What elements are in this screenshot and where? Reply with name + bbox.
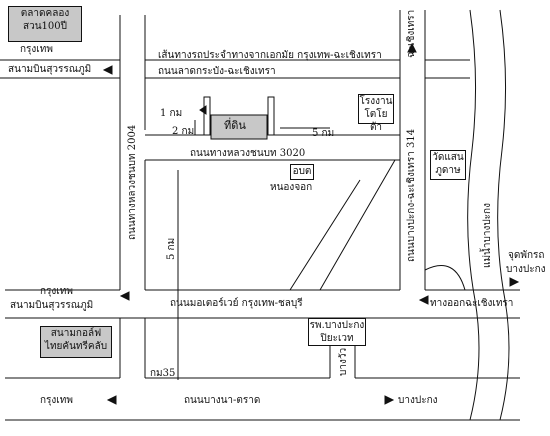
temple-label-1: วัดแสน — [432, 152, 464, 163]
obt-label: อบต — [292, 166, 312, 177]
bangna-trat-label: ถนนบางนา-ตราด — [184, 395, 261, 406]
to-chachoengsao-label: ฉะเชิงเทรา — [406, 9, 417, 58]
road-left-lower — [119, 318, 146, 378]
road-2004 — [119, 15, 146, 290]
bang-wua-label: บางวัว — [338, 347, 349, 376]
arrow-airport-top — [102, 65, 113, 75]
exit-label: ทางออกฉะเชิงเทรา — [430, 298, 514, 309]
arrow-bangna-right — [384, 395, 395, 405]
airport-mid-label: สนามบินสุวรรณภูมิ — [10, 300, 94, 311]
km-5-right-label: 5 กม — [312, 128, 335, 139]
arrow-exit — [418, 295, 429, 305]
arrow-hq-1 — [199, 105, 207, 115]
market-box: ตลาดคลอง สวน100ปี — [8, 6, 82, 42]
market-label-1: ตลาดคลอง — [20, 8, 70, 19]
factory-label-2: โตโยต้า — [364, 109, 388, 133]
factory-label-1: โรงงาน — [359, 96, 393, 107]
site-post-right — [267, 96, 275, 136]
golf-label-1: สนามกอล์ฟ — [50, 328, 102, 339]
site-area — [210, 114, 268, 140]
km-35-label: กม35 — [150, 368, 176, 379]
end-label-2: บางปะกง — [506, 264, 546, 275]
obt-box: อบต — [290, 164, 314, 180]
river-bank — [497, 9, 510, 421]
km-1-label: 1 กม — [160, 108, 183, 119]
km-5-left-label: 5 กม — [166, 237, 177, 260]
road-2004-label: ถนนทางหลวงชนบท 2004 — [127, 124, 138, 240]
bangkok-mid-label: กรุงเทพ — [40, 286, 73, 297]
motorway — [5, 289, 520, 319]
motorway-line1-label: เส้นทางรถประจำทางจากเอกมัย กรุงเทพ-ฉะเชิ… — [158, 50, 382, 61]
nong-chok-label: หนองจอก — [270, 182, 313, 193]
hospital-box: รพ.บางปะกง ปิยะเวท — [308, 318, 366, 346]
golf-box: สนามกอล์ฟ ไทยคันทรีคลับ — [40, 326, 112, 358]
exit-loop — [424, 265, 466, 291]
bangkok-top-label: กรุงเทพ — [20, 44, 53, 55]
hospital-road — [329, 340, 356, 378]
arrow-end-1 — [509, 277, 520, 287]
market-label-2: สวน100ปี — [23, 21, 67, 32]
hospital-label-1: รพ.บางปะกง — [309, 320, 365, 331]
bangna-trat-road — [5, 377, 520, 421]
road-314-label: ถนนบางปะกง-ฉะเชิงเทรา 314 — [406, 128, 417, 262]
km-2-label: 2 กม — [172, 126, 195, 137]
bang-pakong-bottom-label: บางปะกง — [398, 395, 438, 406]
arrow-bangna-left — [106, 395, 117, 405]
arrow-airport-mid — [119, 291, 130, 301]
bangkok-bottom-label: กรุงเทพ — [40, 395, 73, 406]
diagonal-road — [289, 159, 396, 291]
end-label-1: จุดพักรถ — [508, 250, 545, 261]
factory-box: โรงงาน โตโยต้า — [358, 94, 394, 133]
site-label: ที่ดิน — [224, 119, 246, 132]
site-road — [194, 120, 330, 135]
golf-label-2: ไทยคันทรีคลับ — [44, 341, 108, 352]
site-post-left — [203, 96, 211, 136]
hospital-label-2: ปิยะเวท — [320, 333, 354, 344]
arrow-chachoengsao — [407, 42, 417, 53]
airport-top-label: สนามบินสุวรรณภูมิ — [8, 64, 92, 75]
highway-3020-label: ถนนทางหลวงชนบท 3020 — [190, 148, 306, 159]
river-label: แม่น้ำบางปะกง — [482, 203, 493, 268]
temple-label-2: ภูดาษ — [435, 165, 461, 176]
river — [467, 9, 480, 421]
motorway-road-label: ถนนมอเตอร์เวย์ กรุงเทพ-ชลบุรี — [170, 298, 303, 309]
top-road — [0, 59, 470, 79]
road-314 — [399, 10, 426, 290]
motorway-line2-label: ถนนลาดกระบัง-ฉะเชิงเทรา — [158, 66, 276, 77]
temple-box: วัดแสน ภูดาษ — [430, 150, 466, 180]
